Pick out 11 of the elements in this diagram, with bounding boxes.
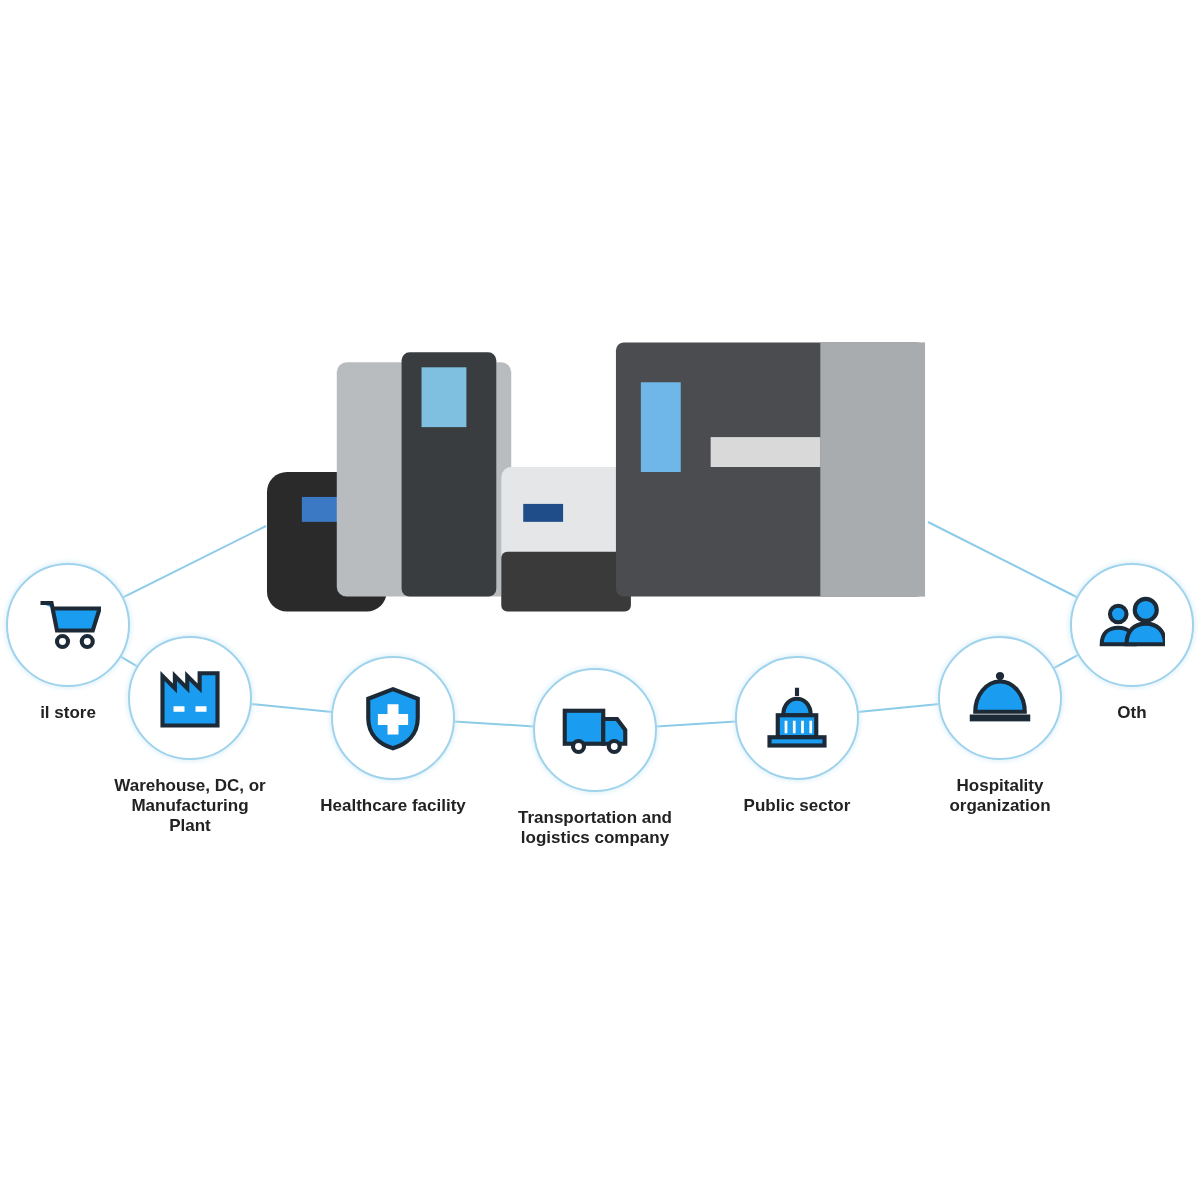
connector-line: [119, 655, 139, 668]
category-label: il store: [39, 703, 97, 723]
category-label: Oth: [1116, 703, 1148, 723]
category-label: Public sector: [742, 796, 852, 816]
connector-line: [1052, 653, 1080, 670]
category-label: Hospitality organization: [948, 776, 1052, 816]
connector-line: [927, 521, 1079, 599]
category-label: Healthcare facility: [319, 796, 467, 816]
category-label: Warehouse, DC, or Manufacturing Plant: [113, 776, 267, 836]
connector-line: [121, 525, 267, 599]
category-label: Transportation and logistics company: [517, 808, 673, 848]
